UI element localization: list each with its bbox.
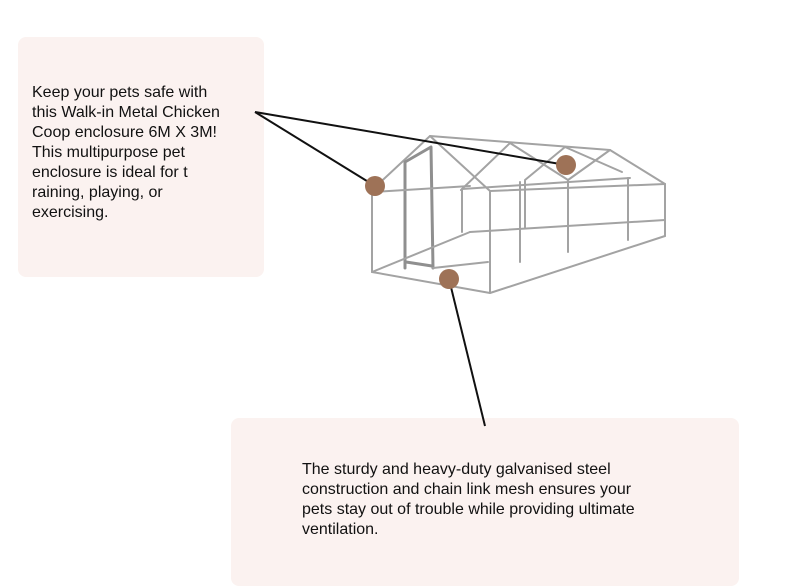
marker-dot-roof — [556, 155, 576, 175]
callout-bottom-line-3: pets stay out of trouble while providing… — [302, 501, 635, 518]
callout-bottom-line-4: ventilation. — [302, 521, 379, 538]
callout-top-line-7: exercising. — [32, 204, 109, 221]
callout-top-line-6: raining, playing, or — [32, 184, 163, 201]
callout-box-bottom: The sturdy and heavy-duty galvanised ste… — [231, 418, 739, 586]
callout-top-line-1: Keep your pets safe with — [32, 84, 208, 101]
callout-top-line-2: this Walk-in Metal Chicken — [32, 104, 220, 121]
callout-top-line-4: This multipurpose pet — [32, 144, 185, 161]
leader-lines — [254, 111, 567, 427]
chicken-coop-frame — [371, 135, 666, 294]
callout-bottom-line-2: construction and chain link mesh ensures… — [302, 481, 632, 498]
marker-dot-base — [439, 269, 459, 289]
callout-box-top: Keep your pets safe with this Walk-in Me… — [18, 37, 264, 277]
marker-dot-door — [365, 176, 385, 196]
callout-top-line-3: Coop enclosure 6M X 3M! — [32, 124, 217, 141]
callout-bottom-line-1: The sturdy and heavy-duty galvanised ste… — [302, 461, 611, 478]
callout-top-line-5: enclosure is ideal for t — [32, 164, 188, 181]
